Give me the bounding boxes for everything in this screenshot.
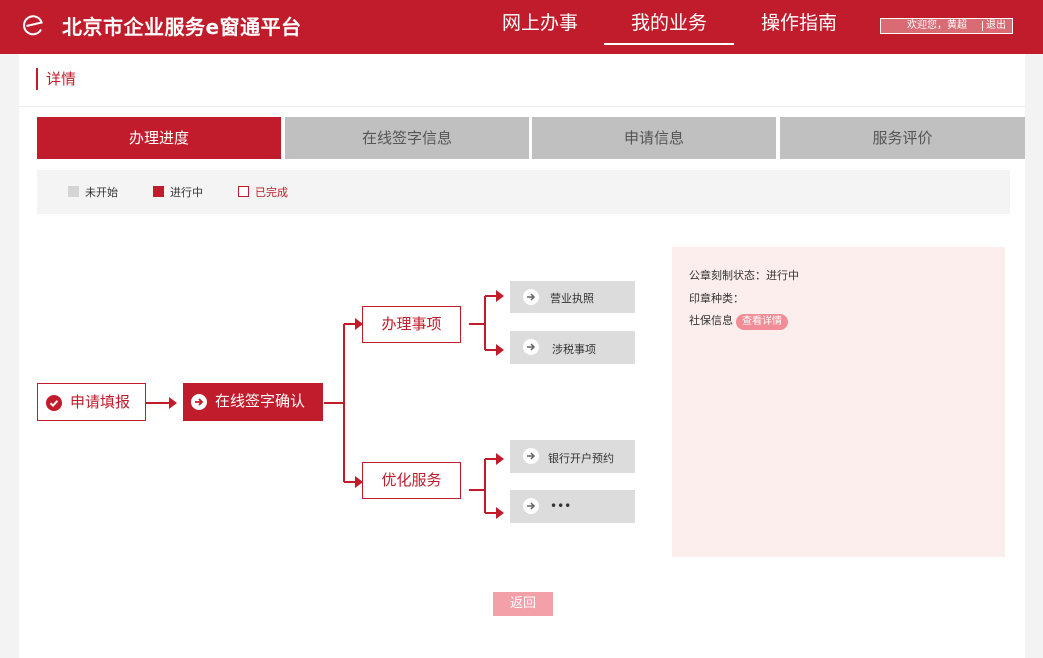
seal-status-row: 公章刻制状态：进行中 bbox=[689, 269, 799, 283]
legend-swatch bbox=[68, 186, 79, 197]
legend-swatch bbox=[153, 186, 164, 197]
social-security-label: 社保信息 bbox=[689, 314, 733, 327]
divider bbox=[982, 21, 983, 31]
nav-active-underline bbox=[604, 43, 734, 45]
step-label: 在线签字确认 bbox=[215, 392, 306, 410]
back-button[interactable]: 返回 bbox=[493, 592, 553, 616]
legend-label: 未开始 bbox=[85, 186, 118, 199]
tab-signature-info[interactable]: 在线签字信息 bbox=[285, 117, 529, 159]
flow-connectors bbox=[146, 290, 504, 519]
nav-my-business[interactable]: 我的业务 bbox=[630, 12, 707, 34]
top-header: 北京市企业服务e窗通平台 网上办事 我的业务 操作指南 欢迎您，黄超 退出 bbox=[0, 0, 1043, 54]
step-handle-items[interactable]: 办理事项 bbox=[362, 306, 461, 343]
logout-link[interactable]: 退出 bbox=[986, 20, 1006, 31]
arrow-circle-icon bbox=[191, 394, 207, 410]
seal-status-label: 公章刻制状态： bbox=[689, 269, 766, 282]
check-circle-icon bbox=[46, 395, 62, 411]
more-dots-label: ••• bbox=[550, 499, 572, 513]
step-signature-confirm[interactable]: 在线签字确认 bbox=[183, 383, 323, 421]
social-security-row: 社保信息查看详情 bbox=[689, 314, 788, 330]
arrow-right-icon bbox=[523, 498, 539, 514]
user-box: 欢迎您，黄超 退出 bbox=[880, 18, 1013, 34]
sub-item-tax[interactable]: 涉税事项 bbox=[510, 331, 635, 364]
sub-item-label: 涉税事项 bbox=[552, 343, 596, 356]
nav-online-services[interactable]: 网上办事 bbox=[501, 12, 578, 34]
sub-item-label: 银行开户预约 bbox=[548, 452, 614, 465]
legend-label: 已完成 bbox=[255, 186, 288, 199]
view-details-button[interactable]: 查看详情 bbox=[736, 314, 788, 330]
sub-item-more[interactable]: ••• bbox=[510, 490, 635, 523]
sub-item-business-license[interactable]: 营业执照 bbox=[510, 281, 635, 313]
step-label: 申请填报 bbox=[70, 393, 131, 411]
step-optimize-service[interactable]: 优化服务 bbox=[362, 462, 461, 499]
seal-type-row: 印章种类： bbox=[689, 292, 744, 306]
step-application[interactable]: 申请填报 bbox=[37, 383, 146, 421]
legend-label: 进行中 bbox=[170, 186, 203, 199]
tab-progress[interactable]: 办理进度 bbox=[37, 117, 281, 159]
site-title: 北京市企业服务e窗通平台 bbox=[62, 15, 302, 39]
page-title: 详情 bbox=[46, 70, 77, 88]
seal-type-label: 印章种类： bbox=[689, 292, 744, 305]
arrow-right-icon bbox=[523, 448, 539, 464]
arrow-right-icon bbox=[523, 339, 539, 355]
tab-application-info[interactable]: 申请信息 bbox=[532, 117, 776, 159]
e-logo-icon bbox=[23, 15, 43, 36]
sub-item-label: 营业执照 bbox=[550, 292, 594, 305]
content-panel: 详情 办理进度 在线签字信息 申请信息 服务评价 未开始 进行中 已完成 bbox=[19, 54, 1025, 658]
tab-service-rating[interactable]: 服务评价 bbox=[780, 117, 1025, 159]
connector-arrowheads bbox=[169, 290, 504, 519]
info-panel: 公章刻制状态：进行中 印章种类： 社保信息查看详情 bbox=[672, 247, 1005, 557]
nav-guide[interactable]: 操作指南 bbox=[760, 12, 837, 34]
connector-lines bbox=[146, 295, 497, 514]
seal-status-value: 进行中 bbox=[766, 269, 799, 282]
sub-item-bank-account[interactable]: 银行开户预约 bbox=[510, 440, 635, 473]
greeting-text: 欢迎您，黄超 bbox=[907, 20, 967, 31]
breadcrumb-marker bbox=[36, 68, 38, 90]
breadcrumb: 详情 bbox=[19, 54, 1025, 107]
arrow-right-icon bbox=[523, 289, 539, 305]
legend-bar: 未开始 进行中 已完成 bbox=[37, 170, 1010, 214]
legend-swatch bbox=[238, 186, 249, 197]
